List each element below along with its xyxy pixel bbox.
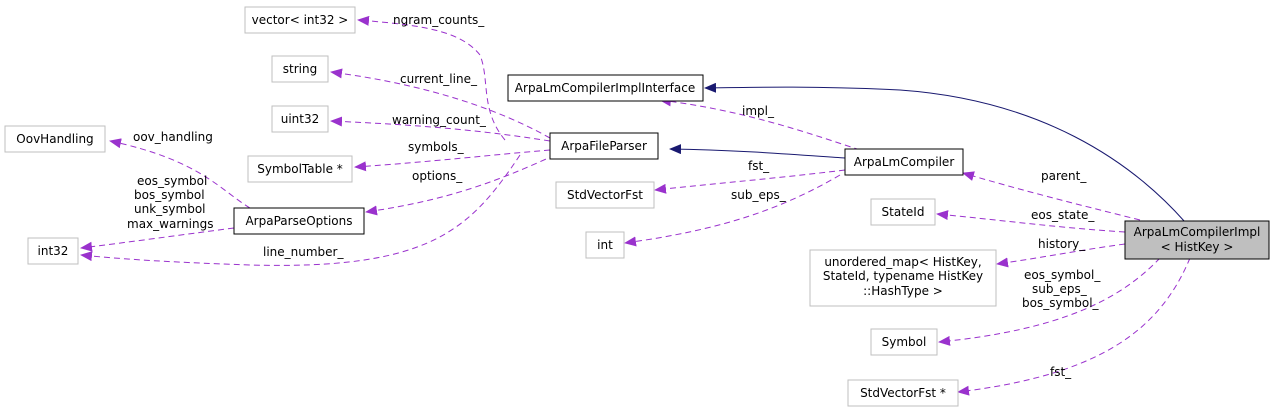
label-fst: fst_ xyxy=(748,159,770,173)
node-int32-label: int32 xyxy=(38,244,69,258)
label-oov-handling: oov_handling xyxy=(133,130,213,144)
node-oovhandling[interactable]: OovHandling xyxy=(4,125,106,153)
node-string[interactable]: string xyxy=(271,55,329,83)
node-arpalmcompiler-label: ArpaLmCompiler xyxy=(854,155,955,169)
node-symboltable-ptr-label: SymbolTable * xyxy=(257,162,343,176)
label-bos-symbol: bos_symbol xyxy=(134,188,205,202)
node-stdvectorfst[interactable]: StdVectorFst xyxy=(555,181,655,209)
node-int-label: int xyxy=(597,238,613,252)
edge-arpa-symbols xyxy=(80,227,235,252)
node-unordered-map-label-1: unordered_map< HistKey, xyxy=(824,255,981,269)
node-vector-int32-label: vector< int32 > xyxy=(252,13,349,27)
edge-options xyxy=(365,154,556,216)
label-options: options_ xyxy=(412,169,463,183)
edge-symbols xyxy=(354,149,551,172)
node-uint32-label: uint32 xyxy=(281,112,320,126)
node-unordered-map-label-2: StateId, typename HistKey xyxy=(823,269,983,283)
edge-impl xyxy=(659,96,861,151)
node-int[interactable]: int xyxy=(585,231,625,259)
node-arpalmcompilerimpl-label-1: ArpaLmCompilerImpl xyxy=(1134,225,1261,239)
edge-parent xyxy=(962,171,1141,221)
node-arpalmcompiler[interactable]: ArpaLmCompiler xyxy=(844,148,964,176)
edge-inherit-implinterface xyxy=(704,82,1186,223)
node-stdvectorfst-label: StdVectorFst xyxy=(567,188,643,202)
label-bos-symbol-impl: bos_symbol_ xyxy=(1022,296,1100,310)
node-arpafileparser-label: ArpaFileParser xyxy=(561,139,647,153)
edge-warning-count xyxy=(330,116,551,142)
label-fst-impl: fst_ xyxy=(1050,365,1072,379)
node-arpalmcompilerimpl[interactable]: ArpaLmCompilerImpl < HistKey > xyxy=(1124,220,1270,260)
label-unk-symbol: unk_symbol xyxy=(134,202,206,216)
edge-fst-ptr xyxy=(957,257,1191,396)
label-max-warnings: max_warnings xyxy=(127,217,213,231)
edge-ngram-counts xyxy=(357,15,506,141)
label-sub-eps: sub_eps_ xyxy=(731,188,787,202)
label-history: history_ xyxy=(1038,237,1086,251)
edge-oov-handling xyxy=(109,138,251,209)
label-current-line: current_line_ xyxy=(400,72,478,86)
label-eos-state: eos_state_ xyxy=(1031,208,1095,222)
node-string-label: string xyxy=(283,62,317,76)
node-arpalmcompilerimplinterface[interactable]: ArpaLmCompilerImplInterface xyxy=(507,74,704,102)
node-arpaparseoptions[interactable]: ArpaParseOptions xyxy=(233,207,365,235)
node-symbol-label: Symbol xyxy=(882,335,927,349)
edge-labels: ngram_counts_ current_line_ warning_coun… xyxy=(127,13,1101,379)
edge-inherit-arpafileparser xyxy=(669,144,846,159)
edge-history xyxy=(996,243,1126,268)
node-unordered-map[interactable]: unordered_map< HistKey, StateId, typenam… xyxy=(809,249,997,307)
label-symbols: symbols_ xyxy=(408,140,465,154)
label-impl: impl_ xyxy=(742,104,775,118)
node-int32[interactable]: int32 xyxy=(27,237,79,265)
node-arpalmcompilerimpl-label-2: < HistKey > xyxy=(1161,240,1234,254)
node-uint32[interactable]: uint32 xyxy=(271,105,329,133)
label-ngram-counts: ngram_counts_ xyxy=(393,13,485,27)
node-arpalmcompilerimplinterface-label: ArpaLmCompilerImplInterface xyxy=(515,81,695,95)
node-stateid[interactable]: StateId xyxy=(870,198,936,226)
label-sub-eps-impl: sub_eps_ xyxy=(1032,282,1088,296)
node-symboltable-ptr[interactable]: SymbolTable * xyxy=(247,155,353,183)
node-arpaparseoptions-label: ArpaParseOptions xyxy=(245,214,352,228)
edge-eos-state xyxy=(936,210,1126,233)
edge-fst xyxy=(654,169,846,194)
node-stateid-label: StateId xyxy=(882,205,925,219)
node-arpafileparser[interactable]: ArpaFileParser xyxy=(549,132,659,160)
node-stdvectorfst-ptr-label: StdVectorFst * xyxy=(860,386,946,400)
label-warning-count: warning_count_ xyxy=(392,113,487,127)
nodes: vector< int32 > string uint32 SymbolTabl… xyxy=(4,6,1270,407)
label-parent: parent_ xyxy=(1041,169,1087,183)
node-unordered-map-label-3: ::HashType > xyxy=(863,284,943,298)
edges xyxy=(80,15,1191,396)
edge-sub-eps xyxy=(624,174,841,247)
node-vector-int32[interactable]: vector< int32 > xyxy=(244,6,356,34)
node-oovhandling-label: OovHandling xyxy=(16,132,93,146)
edge-current-line xyxy=(330,68,551,139)
label-eos-symbol: eos_symbol xyxy=(137,174,207,188)
node-symbol[interactable]: Symbol xyxy=(870,328,938,356)
edge-symbol xyxy=(938,257,1161,346)
node-stdvectorfst-ptr[interactable]: StdVectorFst * xyxy=(847,379,959,407)
edge-line-number xyxy=(80,154,521,266)
label-eos-symbol-impl: eos_symbol_ xyxy=(1024,268,1101,282)
label-line-number: line_number_ xyxy=(263,245,344,259)
